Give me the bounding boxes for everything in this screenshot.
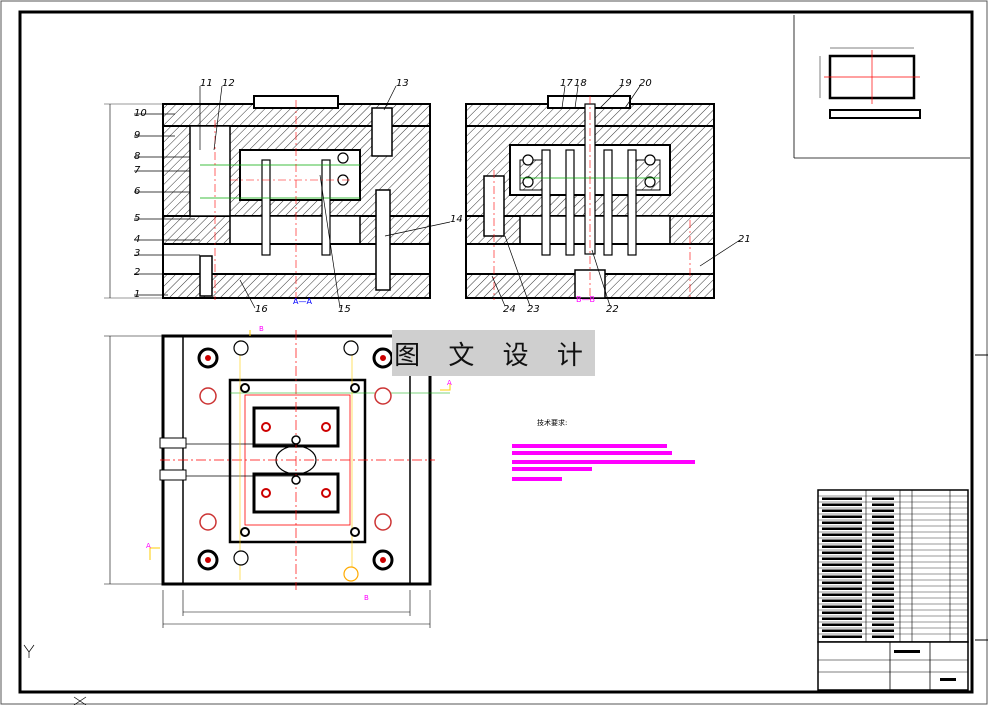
section-view-left <box>104 95 431 300</box>
part-label: 3 <box>134 248 140 259</box>
plan-view-dimensions <box>104 335 431 628</box>
watermark-banner: 图 文 设 计 <box>392 330 595 376</box>
bom-row-text <box>822 599 862 602</box>
bom-row-text <box>872 539 894 542</box>
bom-row-text <box>872 605 894 608</box>
detail-view <box>793 15 970 159</box>
corner-marks <box>23 644 87 705</box>
part-label: 11 <box>200 78 213 89</box>
bom-row-text <box>872 569 894 572</box>
part-label: 13 <box>396 78 409 89</box>
part-labels-left: 1 2 3 4 5 6 7 8 9 10 11 12 13 14 15 16 A… <box>134 78 463 315</box>
part-label: 9 <box>134 130 140 141</box>
view-marker-b: B <box>364 594 369 602</box>
bom-row-text <box>822 587 862 590</box>
bom-row-text <box>872 587 894 590</box>
bom-row-text <box>872 623 894 626</box>
bom-rows <box>818 495 968 638</box>
drawing-frame <box>18 10 974 694</box>
bom-row-text <box>822 545 862 548</box>
bom-row-text <box>822 551 862 554</box>
bom-row-text <box>822 569 862 572</box>
part-label: 6 <box>134 186 140 197</box>
bom-row-text <box>872 593 894 596</box>
bom-row-text <box>822 617 862 620</box>
section-label-bb: B—B <box>576 295 595 304</box>
bom-row-text <box>872 635 894 638</box>
plan-view-markers: B B A A <box>146 325 452 602</box>
bom-row-text <box>872 629 894 632</box>
bom-row-text <box>822 623 862 626</box>
bom-row-text <box>822 503 862 506</box>
part-label: 20 <box>639 78 652 89</box>
bom-row-text <box>872 521 894 524</box>
bom-row-text <box>872 551 894 554</box>
bom-row-text <box>872 533 894 536</box>
bom-row-text <box>822 563 862 566</box>
bom-row-text <box>872 581 894 584</box>
part-label: 16 <box>255 304 268 315</box>
bom-row-text <box>822 521 862 524</box>
part-callouts-right <box>491 85 741 307</box>
bom-row-text <box>822 557 862 560</box>
bom-row-text <box>872 509 894 512</box>
view-marker-a: A <box>447 379 452 387</box>
part-label: 5 <box>134 213 140 224</box>
bom-row-text <box>822 629 862 632</box>
bom-row-text <box>872 563 894 566</box>
bom-row-text <box>872 545 894 548</box>
bom-row-text <box>872 599 894 602</box>
bom-row-text <box>872 527 894 530</box>
part-label: 24 <box>503 304 516 315</box>
bom-row-text <box>822 635 862 638</box>
bom-row-text <box>822 605 862 608</box>
section-view-right <box>465 95 715 300</box>
bom-row-text <box>822 527 862 530</box>
bom-row-text <box>822 509 862 512</box>
part-label: 8 <box>134 151 140 162</box>
part-label: 17 <box>560 78 573 89</box>
bom-row-text <box>872 503 894 506</box>
part-label: 22 <box>606 304 619 315</box>
bom-row-text <box>872 617 894 620</box>
bom-row-text <box>822 581 862 584</box>
part-label: 14 <box>450 214 463 225</box>
section-label-aa: A—A <box>293 297 312 306</box>
part-labels-right: 17 18 19 20 21 22 23 24 B—B <box>503 78 751 315</box>
tech-notes-block <box>512 444 695 481</box>
bom-row-text <box>872 557 894 560</box>
part-label: 19 <box>619 78 632 89</box>
part-label: 1 <box>134 289 140 300</box>
bom-row-text <box>872 515 894 518</box>
bom-row-text <box>822 575 862 578</box>
view-marker-a: A <box>146 542 151 550</box>
bom-row-text <box>822 533 862 536</box>
part-callouts-left <box>134 85 451 309</box>
part-label: 2 <box>134 267 140 278</box>
plan-view <box>159 330 450 590</box>
view-marker-b: B <box>259 325 264 333</box>
part-label: 15 <box>338 304 351 315</box>
bom-row-text <box>822 611 862 614</box>
bom-row-text <box>872 611 894 614</box>
bom-row-text <box>822 515 862 518</box>
bom-row-text <box>822 497 862 500</box>
plan-view-holes <box>197 340 394 582</box>
bom-row-text <box>822 593 862 596</box>
bom-row-text <box>872 575 894 578</box>
tech-requirements-title: 技术要求: <box>537 419 568 427</box>
bom-row-text <box>822 539 862 542</box>
part-label: 4 <box>134 234 140 245</box>
part-label: 7 <box>134 165 141 176</box>
bom-row-text <box>872 497 894 500</box>
part-label: 21 <box>738 234 751 245</box>
part-label: 10 <box>134 108 147 119</box>
part-label: 23 <box>527 304 540 315</box>
part-label: 18 <box>574 78 587 89</box>
part-label: 12 <box>222 78 235 89</box>
